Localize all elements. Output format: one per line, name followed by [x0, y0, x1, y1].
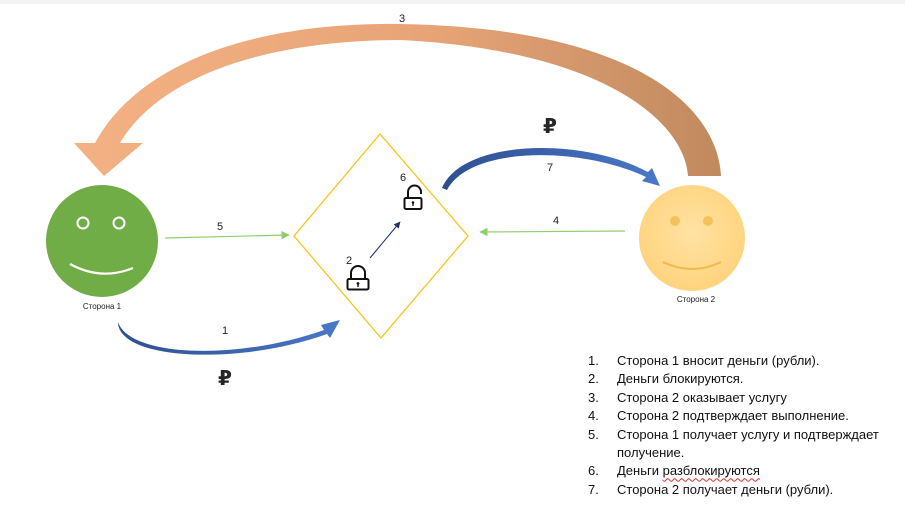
padlock-open-icon [403, 184, 423, 210]
arrow-6-label: 6 [400, 172, 406, 184]
arrow-5-line [164, 230, 290, 240]
step-item: 7. Сторона 2 получает деньги (рубли). [588, 481, 898, 499]
top-edge-bar [0, 0, 905, 4]
step-number: 2. [588, 371, 599, 387]
arrow-1-curve [118, 320, 340, 355]
arrow-5-label: 5 [217, 221, 223, 233]
step-text: Сторона 1 вносит деньги (рубли). [617, 353, 820, 368]
arrow-4-label: 4 [553, 215, 559, 227]
step-text: Сторона 2 оказывает услугу [617, 389, 787, 405]
arrow-7-curve [442, 148, 660, 190]
ruble-sign-payout: ₽ [543, 114, 557, 138]
step-number: 5. [588, 426, 599, 442]
step-item: 6. Деньги разблокируются [588, 462, 898, 480]
step-number: 1. [588, 353, 599, 368]
step-number: 4. [588, 408, 599, 424]
step-number: 7. [588, 481, 599, 497]
step-item: 3. Сторона 2 оказывает услугу [588, 389, 898, 407]
step-text: Сторона 1 получает услугу и подтверждает… [617, 426, 879, 461]
escrow-diamond [293, 132, 469, 340]
padlock-closed-icon [346, 265, 370, 291]
arrow-4-line [479, 227, 626, 237]
step-item: 2. Деньги блокируются. [588, 370, 898, 388]
step-text: Деньги разблокируются [617, 462, 898, 480]
party-1-label: Сторона 1 [83, 302, 122, 311]
arrow-1-label: 1 [222, 325, 228, 337]
steps-legend: 1. Сторона 1 вносит деньги (рубли). 2. Д… [588, 352, 898, 499]
return-arrow-3 [74, 23, 721, 176]
step-text: Деньги блокируются. [617, 371, 744, 387]
party-2-face [639, 185, 745, 291]
step-item: 5. Сторона 1 получает услугу и подтвержд… [588, 426, 898, 463]
step-text-plain: Деньги [617, 463, 663, 479]
arrow-3-label: 3 [399, 13, 405, 25]
step-number: 3. [588, 389, 599, 405]
arrow-2-label: 2 [346, 255, 352, 267]
step-item: 4. Сторона 2 подтверждает выполнение. [588, 407, 898, 425]
party-1-face [46, 185, 158, 297]
step-text: Сторона 2 получает деньги (рубли). [617, 481, 834, 497]
arrow-7-label: 7 [547, 162, 553, 174]
ruble-sign-deposit: ₽ [218, 366, 232, 390]
arrow-2-to-6-line [369, 221, 401, 259]
step-number: 6. [588, 463, 599, 479]
spellcheck-flagged-word: разблокируются [662, 463, 760, 479]
step-item: 1. Сторона 1 вносит деньги (рубли). [588, 352, 898, 370]
step-text: Сторона 2 подтверждает выполнение. [617, 408, 849, 424]
party-2-label: Сторона 2 [677, 295, 716, 304]
